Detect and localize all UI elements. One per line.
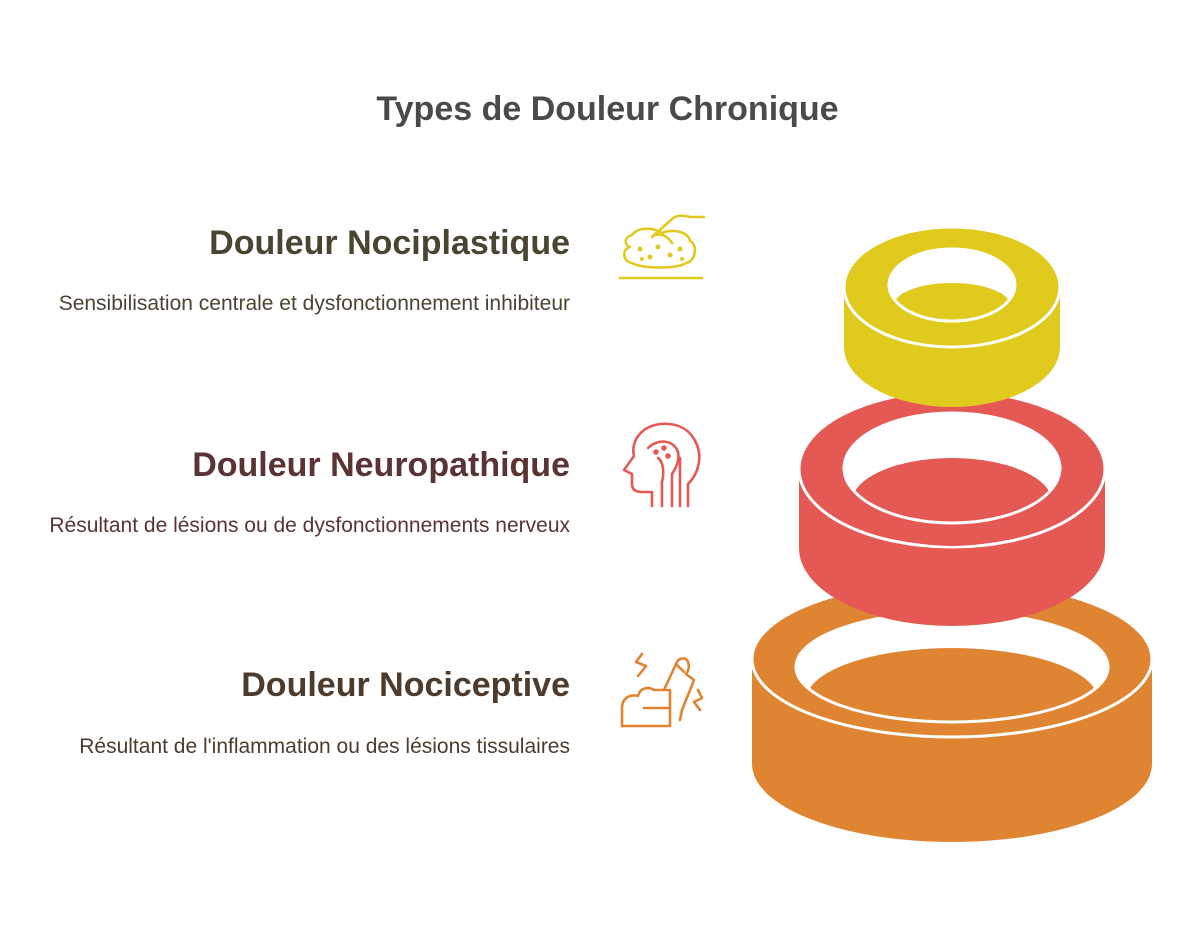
heading-nociceptive: Douleur Nociceptive [241,666,570,704]
heading-neuropathic: Douleur Neuropathique [192,446,570,484]
ring-nociplastic [842,225,1062,407]
ring-neuropathic [797,389,1107,626]
hand-pressing-sponge-icon [618,214,706,280]
diagram-title: Types de Douleur Chronique [376,90,839,128]
description-nociceptive: Résultant de l'inflammation ou des lésio… [79,735,570,758]
injured-hand-icon [620,652,704,728]
description-neuropathic: Résultant de lésions ou de dysfonctionne… [49,514,570,537]
head-nerves-icon [622,422,701,508]
heading-nociplastic: Douleur Nociplastique [209,224,570,262]
description-nociplastic: Sensibilisation centrale et dysfonctionn… [58,292,570,315]
ring-nociceptive [750,579,1154,842]
